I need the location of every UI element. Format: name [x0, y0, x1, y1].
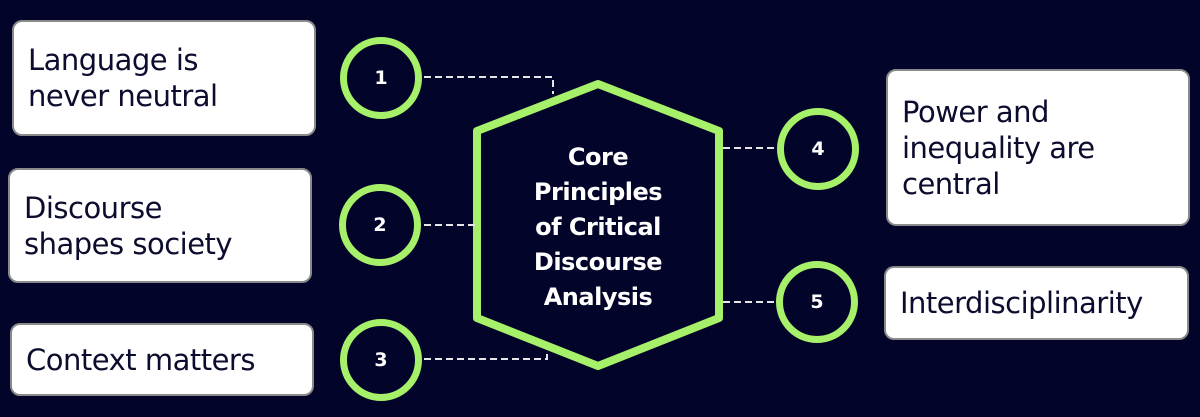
principle-text-line: Context matters: [26, 342, 255, 377]
principle-text-line: inequality are: [902, 130, 1095, 165]
number-badge-1: 1: [340, 37, 422, 119]
center-title: Core Principles of Critical Discourse An…: [498, 140, 698, 315]
principle-box-5: Interdisciplinarity: [884, 266, 1189, 340]
principle-text-line: central: [902, 166, 1000, 201]
center-title-line: of Critical: [535, 213, 661, 241]
center-title-line: Core: [567, 143, 629, 171]
number-badge-2: 2: [339, 184, 421, 266]
center-title-line: Analysis: [543, 283, 653, 311]
principle-text-line: Interdisciplinarity: [900, 286, 1143, 320]
connector-1: [424, 76, 554, 94]
principle-text-line: Language is: [28, 43, 199, 77]
principle-text-line: Discourse: [24, 190, 162, 225]
principle-box-3: Context matters: [10, 323, 314, 396]
connector-3: [424, 350, 548, 360]
center-hexagon: [473, 80, 723, 370]
number-badge-5: 5: [776, 261, 858, 343]
principle-text-line: never neutral: [28, 79, 218, 113]
number-badge-4: 4: [777, 108, 859, 190]
principle-text-line: Power and: [902, 94, 1049, 129]
center-title-line: Principles: [533, 178, 663, 206]
principle-text-line: shapes society: [24, 226, 233, 261]
number-badge-3: 3: [340, 319, 422, 401]
center-title-line: Discourse: [533, 248, 663, 276]
